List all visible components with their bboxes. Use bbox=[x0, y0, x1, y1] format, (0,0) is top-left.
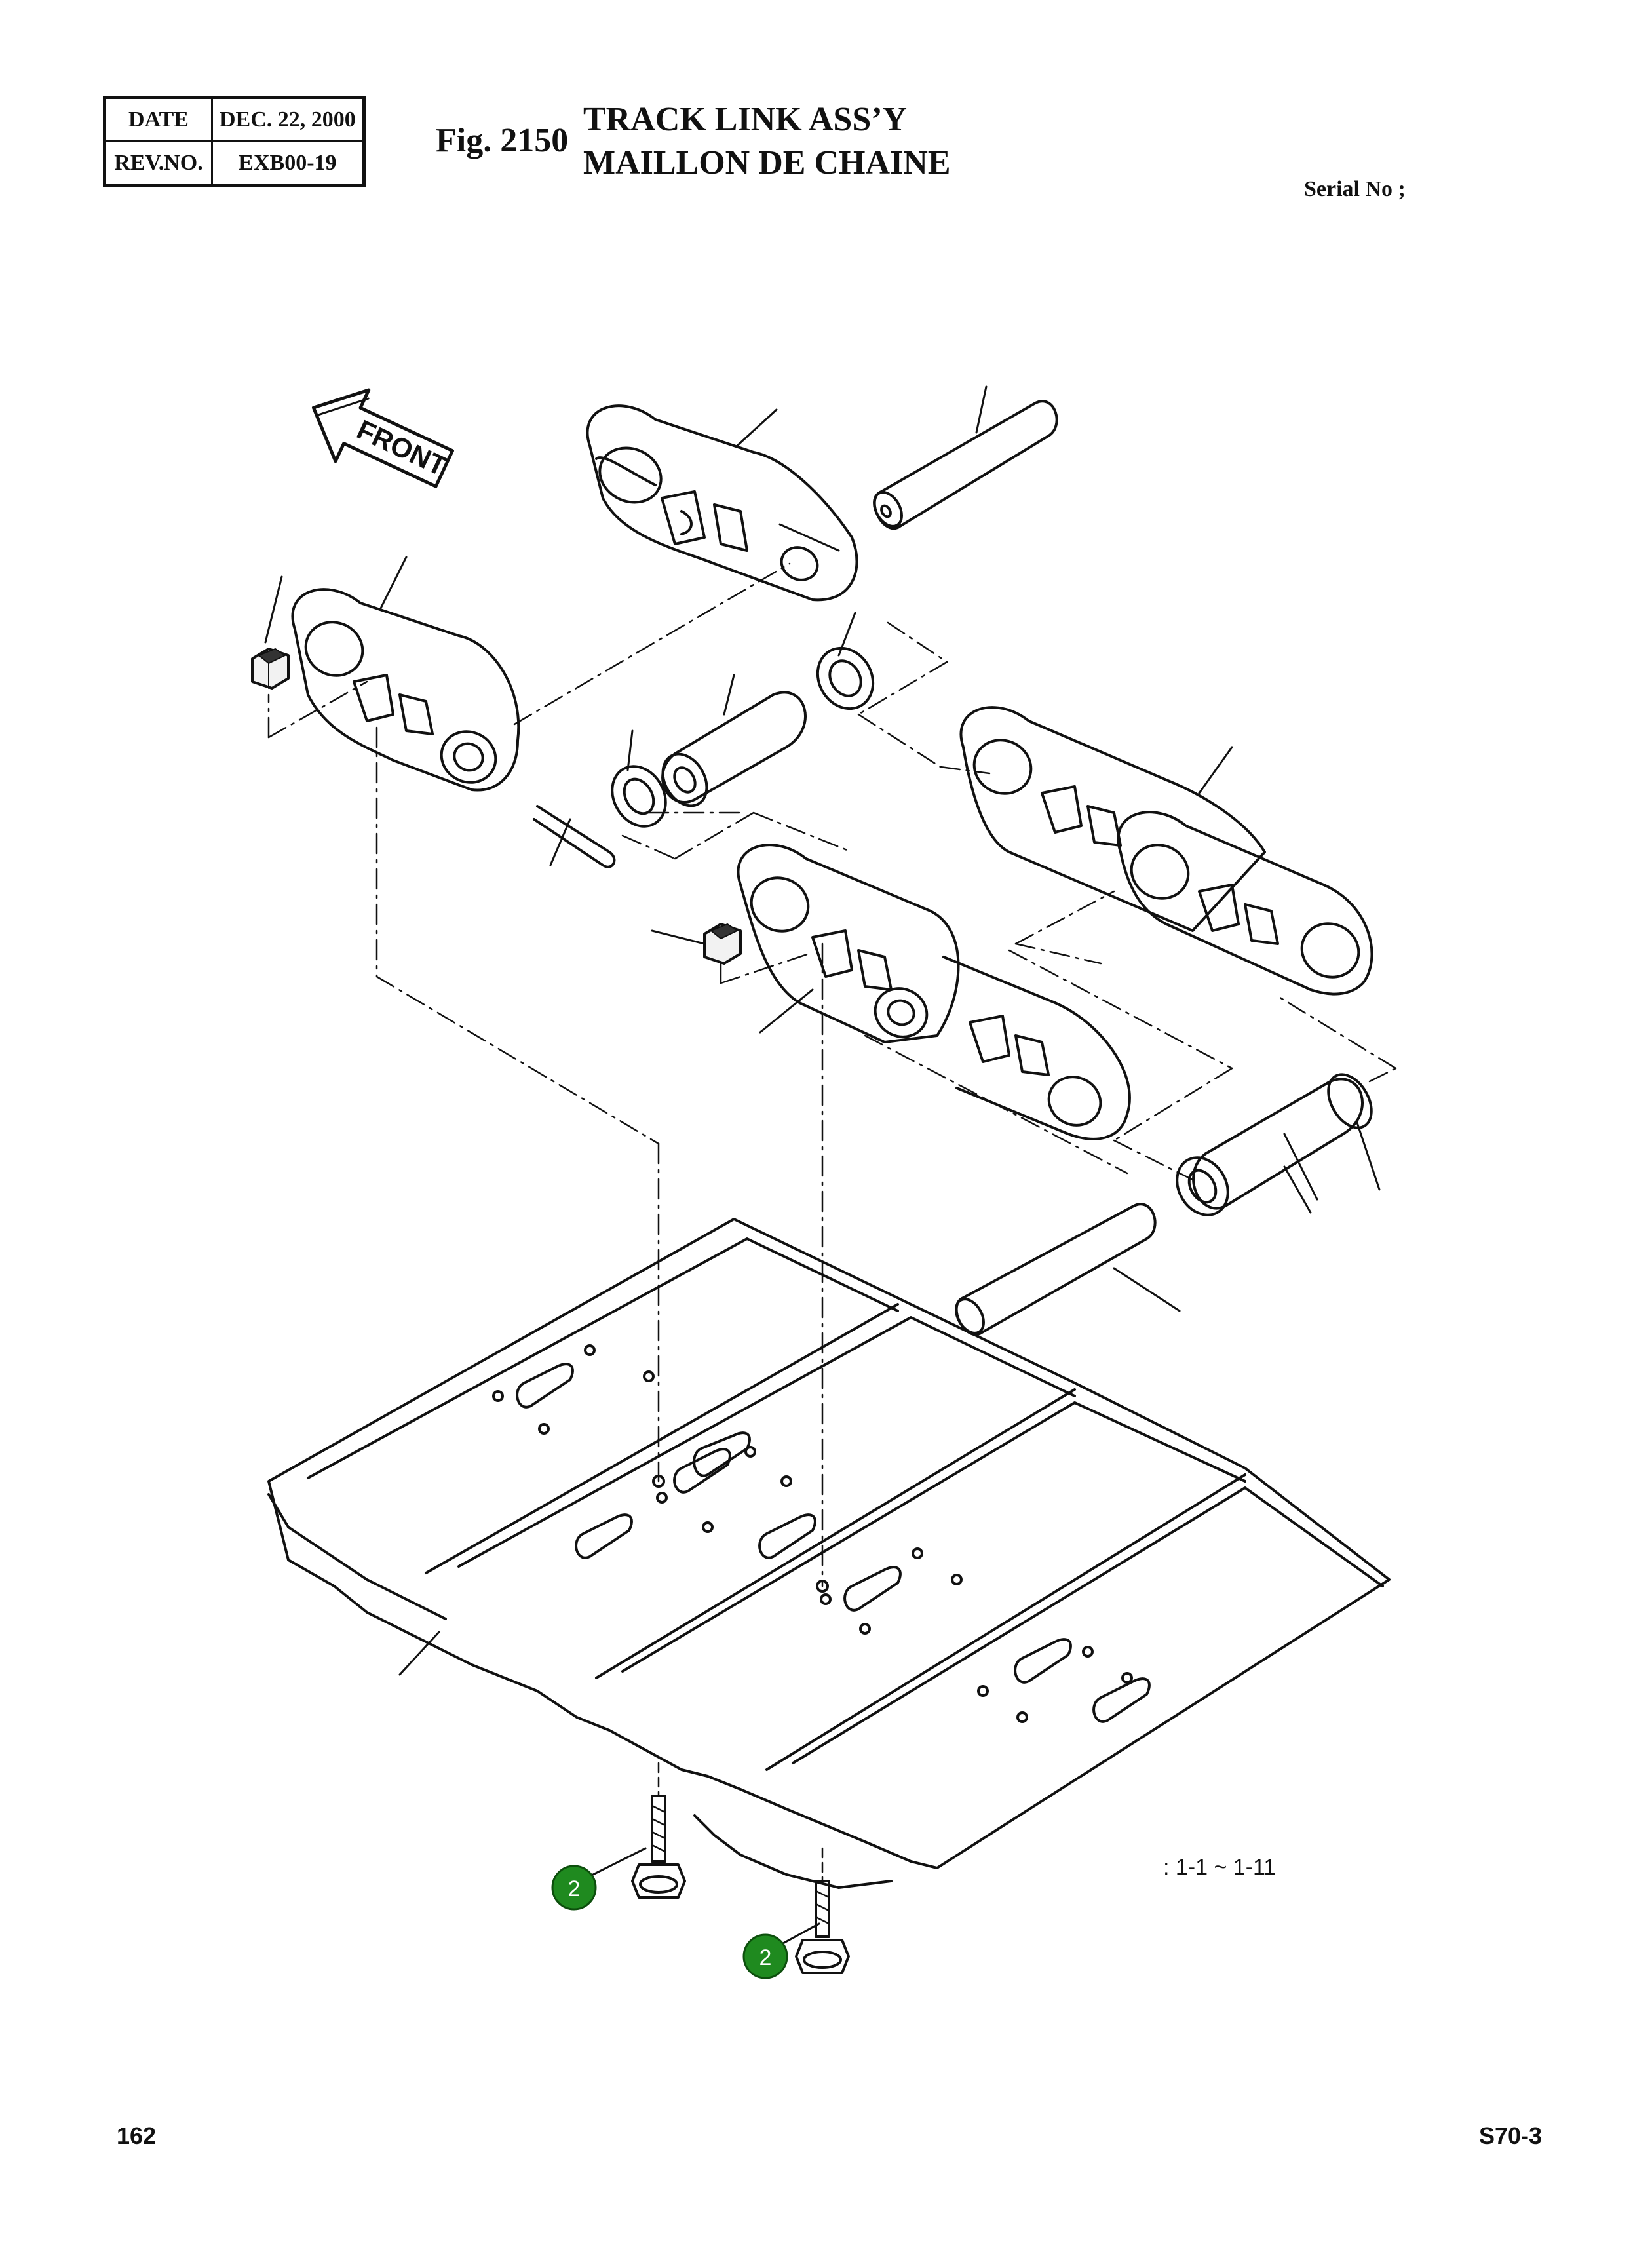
shoe-bolt-right bbox=[795, 1847, 850, 1974]
serial-number-label: Serial No ; bbox=[1304, 177, 1406, 201]
assembly-center-lines bbox=[267, 562, 1397, 1587]
callout-leaders bbox=[592, 1847, 820, 1945]
track-pin-upper bbox=[873, 400, 1058, 530]
track-link-left bbox=[291, 588, 520, 792]
revision-row: REV.NO. EXB00-19 bbox=[104, 140, 365, 186]
callout-badge[interactable]: 2 bbox=[551, 1865, 597, 1911]
track-link-middle bbox=[737, 844, 1131, 1140]
link-nut-left bbox=[251, 648, 290, 690]
seal-ring-upper bbox=[816, 646, 875, 710]
bushing-upper bbox=[661, 691, 807, 807]
track-pin-lower bbox=[955, 1203, 1157, 1336]
title-french: MAILLON DE CHAINE bbox=[583, 144, 951, 182]
date-label: DATE bbox=[104, 96, 213, 142]
link-nut-middle bbox=[703, 923, 742, 965]
page-number: 162 bbox=[117, 2122, 157, 2149]
title-english: TRACK LINK ASS’Y bbox=[583, 101, 908, 138]
shoe-bolt-left bbox=[631, 1762, 686, 1899]
track-link-right bbox=[959, 706, 1373, 996]
model-code: S70-3 bbox=[1479, 2122, 1543, 2149]
leader-lines bbox=[264, 385, 1381, 1676]
revision-table: DATE DEC. 22, 2000 REV.NO. EXB00-19 bbox=[103, 96, 366, 187]
callout-badge[interactable]: 2 bbox=[742, 1933, 788, 1979]
serial-range-note: : 1-1 ~ 1-11 bbox=[1163, 1855, 1276, 1880]
front-direction-arrow: FRONT bbox=[311, 388, 454, 488]
revision-value: EXB00-19 bbox=[211, 140, 365, 186]
bushing-lower bbox=[1176, 1073, 1373, 1216]
figure-title: TRACK LINK ASS’Y MAILLON DE CHAINE bbox=[583, 98, 951, 185]
track-shoe-plates bbox=[267, 1218, 1391, 1889]
track-link-upper bbox=[586, 404, 858, 602]
figure-number: Fig. 2150 bbox=[436, 122, 569, 159]
seal-ring-lower bbox=[611, 765, 667, 828]
revision-label: REV.NO. bbox=[104, 140, 213, 186]
date-row: DATE DEC. 22, 2000 bbox=[104, 96, 365, 142]
callout-label: 2 bbox=[568, 1876, 581, 1901]
date-value: DEC. 22, 2000 bbox=[211, 96, 365, 142]
callout-label: 2 bbox=[759, 1945, 772, 1970]
cotter-pin bbox=[533, 805, 616, 868]
